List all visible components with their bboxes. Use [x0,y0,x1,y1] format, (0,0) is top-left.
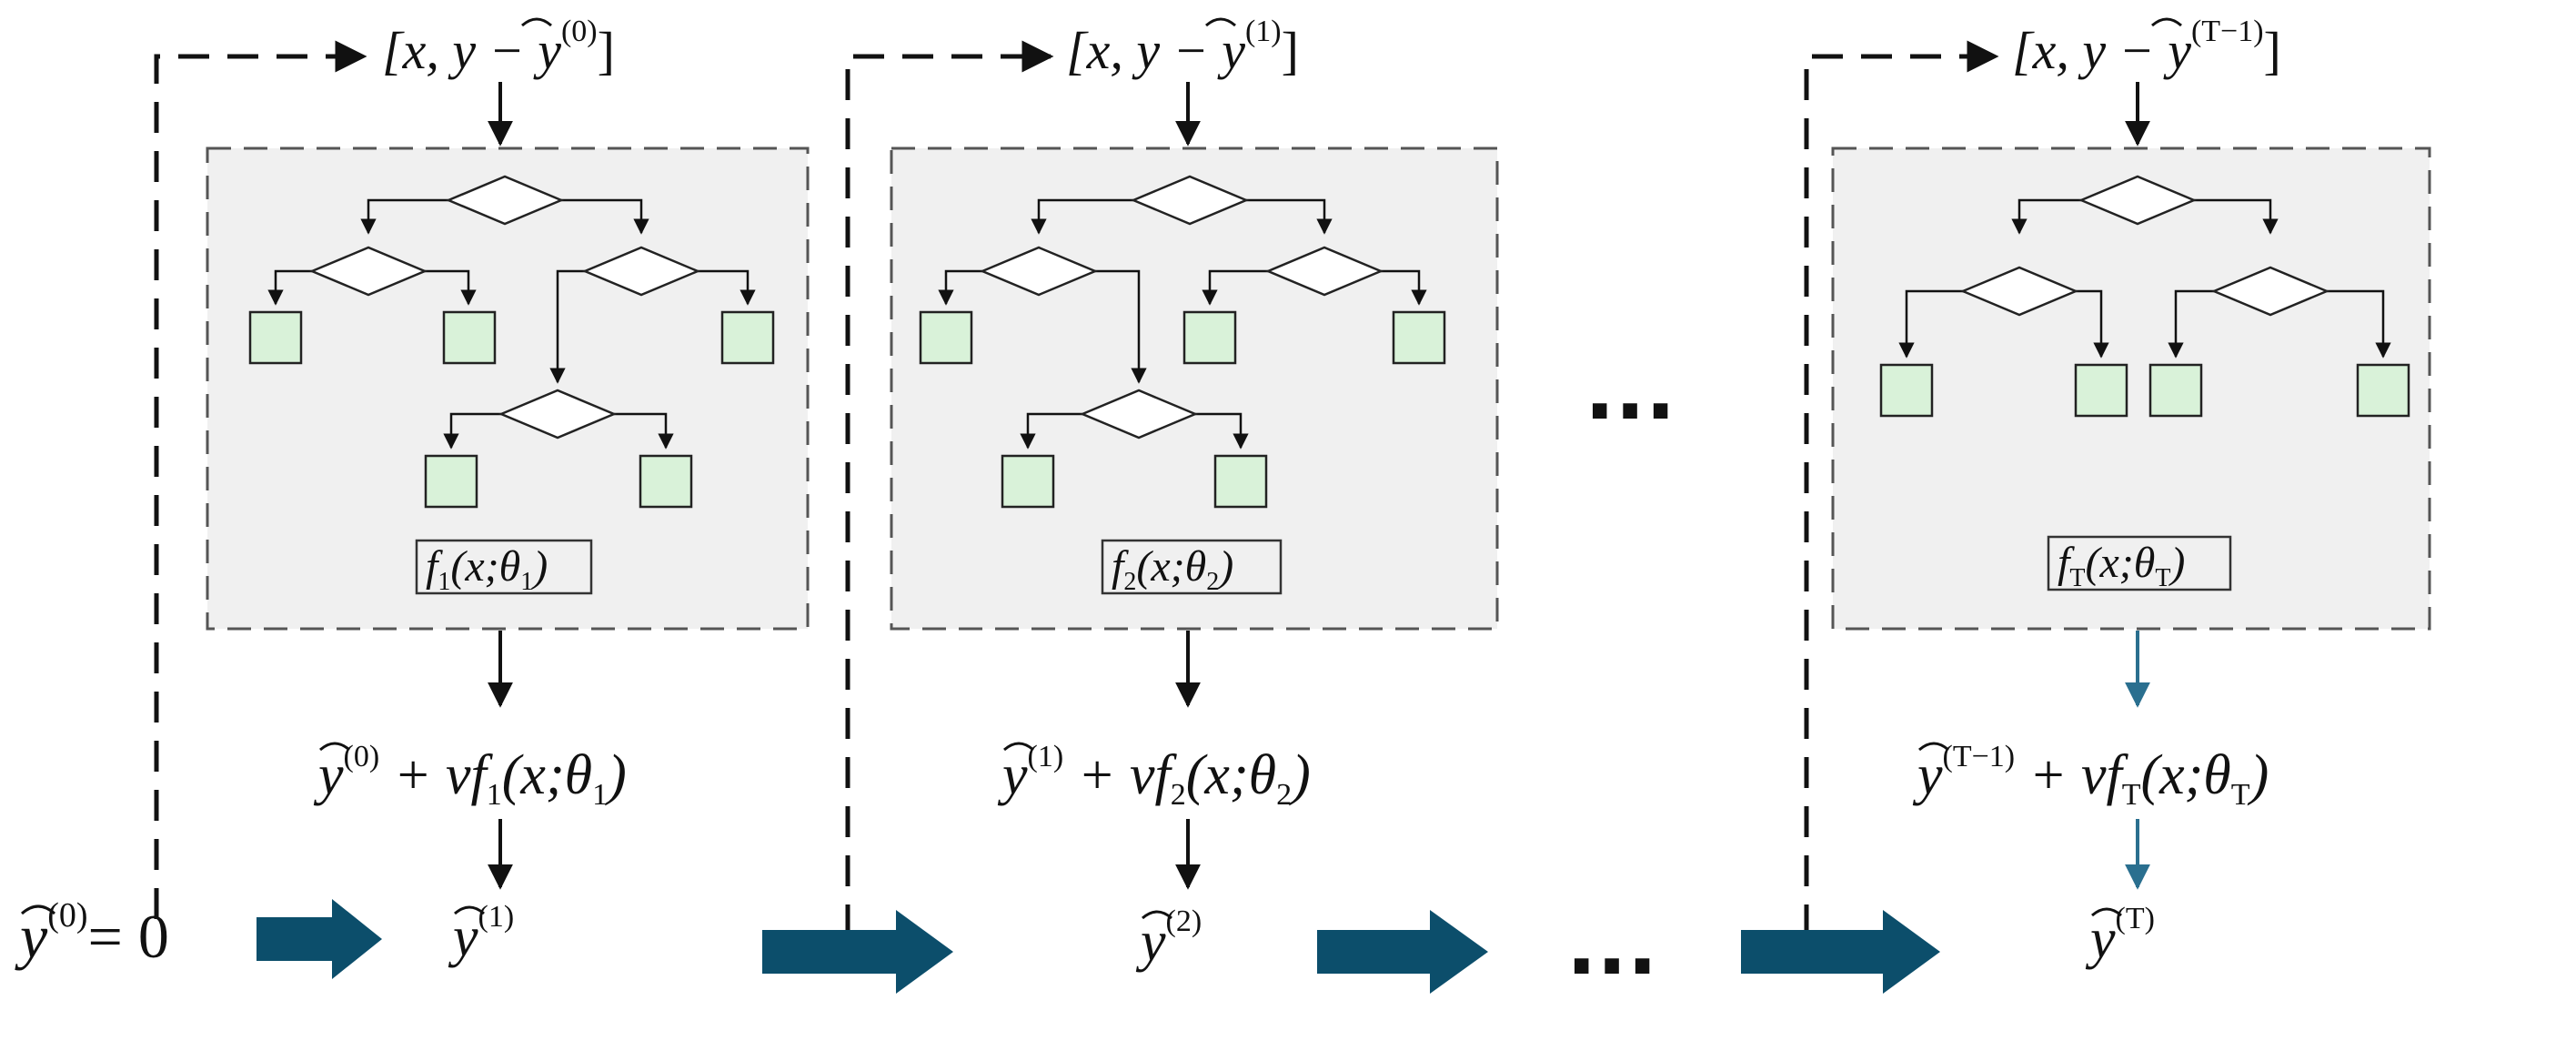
stage-t-input: [x, y − y(T−1)] [2012,15,2281,80]
ellipsis-middle: ... [1585,344,1675,438]
leaf-node [442,310,497,365]
hat-icon [1003,742,1034,752]
initial-prediction: y(0)= 0 [15,896,169,971]
leaf-node [1879,363,1934,418]
leaf-node [1213,454,1268,509]
tree-label-box-t [2047,535,2232,591]
leaf-node [720,310,775,365]
flow-arrow-4 [1741,910,1940,994]
update-formula-1: y(0) + vf1(x;θ1) [313,740,627,812]
decision-node [1959,266,2079,317]
feedback-dashed-arrow-t [1804,40,1999,935]
tree-label-t: fT(x;θT) [2058,539,2185,592]
stage-1-input: [x, y − y(0)] [382,15,615,80]
leaf-node [1001,454,1055,509]
leaf-node [919,310,973,365]
decision-node [1264,246,1384,297]
hat-icon [1142,910,1172,920]
hat-icon [521,17,552,27]
tree-panel-2 [890,147,1499,631]
stage-2-input: [x, y − y(1)] [1066,15,1299,80]
tree-panel-1 [206,147,810,631]
hat-icon [1205,17,1236,27]
update-formula-t: y(T−1) + vfT(x;θT) [1912,740,2269,812]
ellipsis-bottom: ... [1566,899,1657,993]
leaf-node [2074,363,2128,418]
decision-tree-2 [938,198,1427,450]
leaf-node [2356,363,2410,418]
hat-icon [1918,742,1949,752]
output-2: y(2) [1135,904,1202,973]
hat-icon [2151,17,2182,27]
decision-tree-1 [267,198,756,450]
initial-sup: (0) [47,896,87,935]
decision-node [581,246,701,297]
output-t: y(T) [2085,902,2155,970]
decision-node [2078,175,2198,226]
leaf-node [639,454,693,509]
stage-2: [x, y − y(1)] f2(x;θ2) [845,15,1499,973]
decision-node [979,246,1099,297]
output-1: y(1) [448,900,514,968]
decision-tree-t [1898,198,2391,359]
decision-node [1130,175,1250,226]
initial-y: y [15,902,48,971]
update-formula-2: y(1) + vf2(x;θ2) [997,740,1311,812]
hat-icon [2091,907,2122,917]
leaf-node [1392,310,1446,365]
leaf-node [2148,363,2203,418]
leaf-node [1182,310,1237,365]
decision-node [498,389,618,440]
leaf-node [424,454,478,509]
tree-label-box-2 [1101,539,1283,595]
decision-node [308,246,428,297]
hat-icon [319,742,350,752]
decision-node [1079,389,1199,440]
svg-text:y(0)= 0: y(0)= 0 [15,896,169,971]
flow-arrow-3 [1317,910,1488,994]
leaf-node [248,310,303,365]
feedback-dashed-arrow-1 [154,40,367,919]
decision-node [2210,266,2330,317]
stage-t: [x, y − y(T−1)] fT(x;θT) y(T−1) [1804,15,2431,970]
hat-icon [21,904,55,915]
stage-1: [x, y − y(0)] [154,15,810,968]
tree-label-box-1 [415,539,593,595]
flow-arrow-2 [762,910,953,994]
flow-arrow-1 [257,899,382,979]
decision-node [445,175,565,226]
hat-icon [454,905,485,915]
tree-label-1: f1(x;θ1) [426,542,548,596]
